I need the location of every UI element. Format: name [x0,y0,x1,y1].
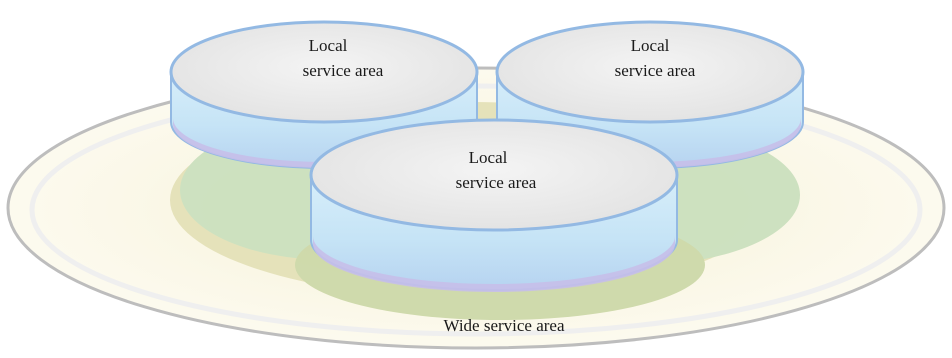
local-area-center-label-line1: Local [469,148,508,167]
local-area-center-top [309,118,679,232]
local-area-right-label-line1: Local [631,36,670,55]
wide-area-label: Wide service area [443,316,565,335]
local-area-center-label-line2: service area [456,173,537,192]
local-area-left-label-line2: service area [303,61,384,80]
local-area-right-top [495,20,805,124]
local-area-right-label-line2: service area [615,61,696,80]
local-area-center [309,118,679,292]
local-area-left-label-line1: Local [309,36,348,55]
local-area-center-band [313,236,675,292]
local-area-left-top [169,20,479,124]
